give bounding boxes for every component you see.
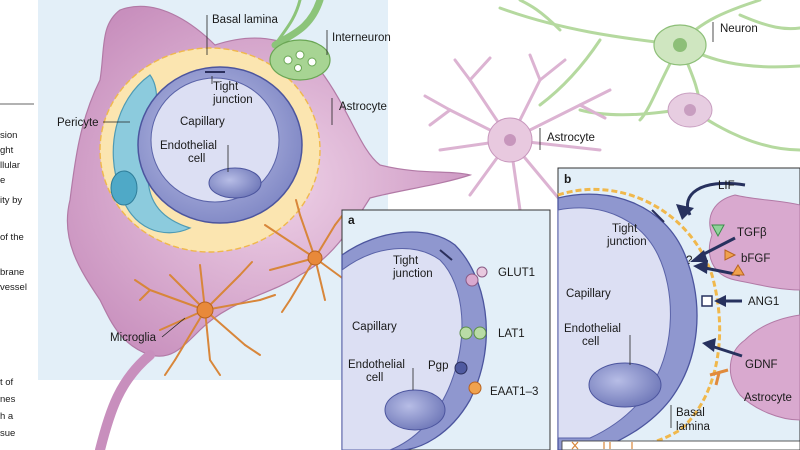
lat1-icon (473, 326, 487, 340)
panel-b-question-mark: ? (686, 255, 692, 267)
panel-b-label-tight-junction: Tight (612, 223, 638, 235)
endothelial-nucleus (208, 167, 262, 199)
panel-b-label-gdnf: GDNF (745, 359, 778, 371)
panel-a-label-tight-junction: Tight (393, 255, 419, 267)
left-text-line: sue (0, 428, 15, 439)
panel-b-label-capillary: Capillary (566, 288, 611, 300)
left-text-line: t of (0, 377, 14, 388)
label-tight-junction: Tight (213, 81, 239, 93)
left-text-column: sion ght llular e ity by of the brane ve… (0, 103, 34, 439)
panel-b: b Tight junction Capillary Endothelial c… (557, 167, 800, 450)
panel-a-label-capillary: Capillary (352, 321, 397, 333)
microglia-body (307, 250, 323, 266)
panel-b-label-tgfb: TGFβ (737, 227, 767, 239)
label-pericyte: Pericyte (57, 117, 99, 129)
left-text-line: vessel (0, 282, 27, 293)
left-text-line: brane (0, 267, 24, 278)
interneuron (269, 0, 331, 81)
label-astrocyte-mid: Astrocyte (547, 132, 595, 144)
panel-b-label-tight-junction: junction (606, 236, 647, 248)
left-text-line: h a (0, 411, 14, 422)
microglia-cells (134, 199, 359, 376)
panel-b-label-lif: LIF (718, 180, 735, 192)
left-text-line: ity by (0, 195, 22, 206)
left-text-line: nes (0, 394, 16, 405)
panel-b-label-basal-lamina: lamina (676, 421, 710, 433)
panel-a: a Tight junction Capillary Endothelial c… (341, 209, 551, 450)
label-basal-lamina: Basal lamina (212, 14, 278, 26)
left-text-line: sion (0, 130, 17, 141)
pericyte-nucleus (110, 170, 138, 206)
label-tight-junction: junction (212, 94, 253, 106)
left-text-line: llular (0, 160, 20, 171)
glut1-icon (476, 266, 488, 278)
panel-a-label-tight-junction: junction (392, 268, 433, 280)
label-astrocyte-upper: Astrocyte (339, 101, 387, 113)
panel-b-label-ang1: ANG1 (748, 296, 779, 308)
panel-a-label-endothelial-cell: Endothelial (348, 359, 405, 371)
panel-a-label-endothelial-cell: cell (366, 372, 383, 384)
label-neuron: Neuron (720, 23, 758, 35)
panel-a-letter: a (348, 213, 355, 227)
panel-b-label-basal-lamina: Basal (676, 407, 705, 419)
left-text-line: of the (0, 232, 24, 243)
panel-a-label-pgp: Pgp (428, 360, 448, 372)
panel-a-label-glut1: GLUT1 (498, 267, 535, 279)
tgfb-icon (711, 224, 725, 238)
label-endothelial-cell: cell (188, 153, 205, 165)
glut1-icon (465, 273, 479, 287)
label-interneuron: Interneuron (332, 32, 391, 44)
panel-a-label-eaat: EAAT1–3 (490, 386, 538, 398)
pgp-icon (454, 361, 468, 375)
label-capillary: Capillary (180, 116, 225, 128)
panel-b-label-astrocyte: Astrocyte (744, 392, 792, 404)
panel-b-letter: b (564, 172, 571, 186)
microglia-body (196, 301, 214, 319)
main-labels: Basal lamina Interneuron Neuron Astrocyt… (57, 14, 758, 344)
panel-a-label-lat1: LAT1 (498, 328, 525, 340)
gdnf-icon (709, 368, 729, 386)
label-endothelial-cell: Endothelial (160, 140, 217, 152)
eaat-icon (468, 381, 482, 395)
left-text-line: e (0, 175, 5, 186)
left-text-line: ght (0, 145, 14, 156)
label-microglia: Microglia (110, 332, 157, 344)
panel-b-label-bfgf: bFGF (741, 253, 770, 265)
lat1-icon (459, 326, 473, 340)
ang1-icon (701, 295, 713, 307)
panel-b-label-endothelial-cell: Endothelial (564, 323, 621, 335)
panel-b-label-endothelial-cell: cell (582, 336, 599, 348)
astrocyte-upper-nucleus (504, 134, 516, 146)
neuron-cell (653, 24, 713, 128)
